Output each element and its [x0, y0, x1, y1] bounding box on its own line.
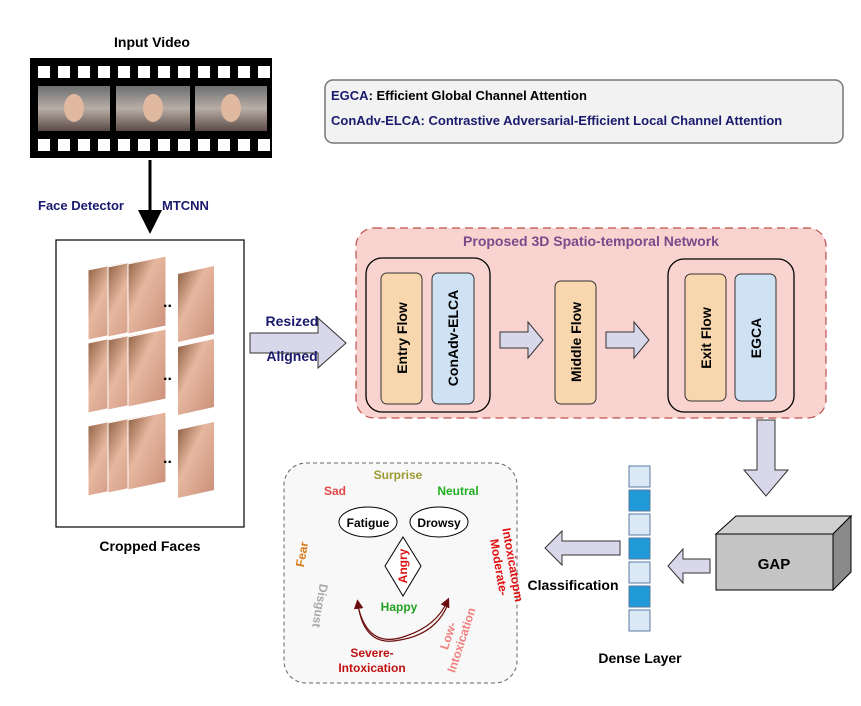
resize-arrow	[249, 316, 347, 370]
film-hole	[158, 139, 170, 151]
middle-flow-label: Middle Flow	[568, 302, 584, 382]
dense-neuron	[628, 465, 651, 488]
dense-neuron	[628, 513, 651, 536]
dense-neuron	[628, 489, 651, 512]
film-hole	[78, 139, 90, 151]
arrow-middle-exit	[605, 320, 650, 360]
class-drowsy: Drowsy	[417, 516, 461, 530]
dense-neuron	[628, 561, 651, 584]
film-hole	[218, 66, 230, 78]
arrow-gap-dense	[667, 547, 711, 585]
film-hole	[258, 139, 270, 151]
film-hole	[258, 66, 270, 78]
cropped-faces-images: ......	[87, 255, 214, 498]
class-neutral: Neutral	[437, 484, 478, 498]
film-hole	[58, 66, 70, 78]
film-hole	[158, 66, 170, 78]
gap-label: GAP	[758, 556, 791, 573]
aligned-label: Aligned	[266, 348, 317, 364]
class-sad: Sad	[324, 484, 346, 498]
class-angry: Angry	[396, 548, 410, 583]
dense-neuron	[628, 609, 651, 632]
class-surprise: Surprise	[374, 468, 423, 482]
arrow-classification	[544, 529, 621, 567]
egca-label: EGCA	[748, 318, 764, 358]
film-hole	[58, 139, 70, 151]
classification-label: Classification	[527, 577, 618, 593]
face-image	[178, 339, 214, 415]
film-hole	[118, 66, 130, 78]
egca-block	[734, 273, 777, 402]
ellipsis-dots: ..	[163, 450, 172, 467]
fatigue-ellipse	[338, 506, 398, 538]
face-image	[178, 266, 214, 342]
film-hole	[78, 66, 90, 78]
cropped-faces-title: Cropped Faces	[99, 538, 200, 554]
dense-layer	[628, 465, 651, 632]
film-hole	[138, 66, 150, 78]
network-title: Proposed 3D Spatio-temporal Network	[463, 233, 719, 249]
face-image	[127, 255, 167, 335]
class-fatigue: Fatigue	[347, 516, 390, 530]
class-fear: Fear	[293, 540, 311, 568]
legend-egca: EGCA: Efficient Global Channel Attention	[331, 88, 587, 103]
entry-flow-label: Entry Flow	[394, 302, 410, 374]
film-hole	[118, 139, 130, 151]
resized-label: Resized	[266, 313, 319, 329]
angry-diamond	[384, 536, 422, 597]
film-hole	[238, 66, 250, 78]
legend-box	[324, 79, 844, 144]
film-hole	[98, 139, 110, 151]
face-image	[178, 422, 214, 498]
exit-group	[667, 258, 795, 413]
face-image	[127, 411, 167, 491]
film-hole	[178, 139, 190, 151]
film-strip-icon	[30, 58, 272, 158]
class-happy: Happy	[381, 600, 418, 614]
middle-flow-block	[554, 280, 597, 405]
class-severe-intoxication: Severe-Intoxication	[338, 646, 405, 675]
face-detector-label: Face Detector	[38, 198, 124, 213]
film-hole	[198, 66, 210, 78]
film-hole	[138, 139, 150, 151]
mtcnn-label: MTCNN	[162, 198, 209, 213]
gap-block	[714, 514, 853, 592]
entry-flow-block	[380, 272, 423, 405]
film-hole	[38, 139, 50, 151]
conadv-elca-label: ConAdv-ELCA	[445, 290, 461, 386]
film-hole	[178, 66, 190, 78]
ellipsis-dots: ..	[163, 294, 172, 311]
exit-flow-label: Exit Flow	[698, 307, 714, 369]
film-hole	[218, 139, 230, 151]
drowsy-ellipse	[409, 506, 469, 538]
curved-arrow-left	[353, 599, 449, 642]
arrow-entry-middle	[499, 320, 544, 360]
dense-neuron	[628, 537, 651, 560]
entry-group	[365, 257, 491, 413]
film-hole	[38, 66, 50, 78]
input-video-title: Input Video	[114, 34, 190, 50]
arrow-to-gap	[742, 419, 790, 497]
legend-conadv: ConAdv-ELCA: Contrastive Adversarial-Eff…	[331, 113, 782, 128]
face-image	[127, 328, 167, 408]
conadv-elca-block	[431, 272, 475, 405]
dense-layer-label: Dense Layer	[598, 650, 682, 666]
film-hole	[198, 139, 210, 151]
curved-arrow-right	[357, 597, 450, 640]
film-hole	[98, 66, 110, 78]
film-hole	[238, 139, 250, 151]
ellipsis-dots: ..	[163, 367, 172, 384]
dense-neuron	[628, 585, 651, 608]
exit-flow-block	[684, 273, 727, 402]
